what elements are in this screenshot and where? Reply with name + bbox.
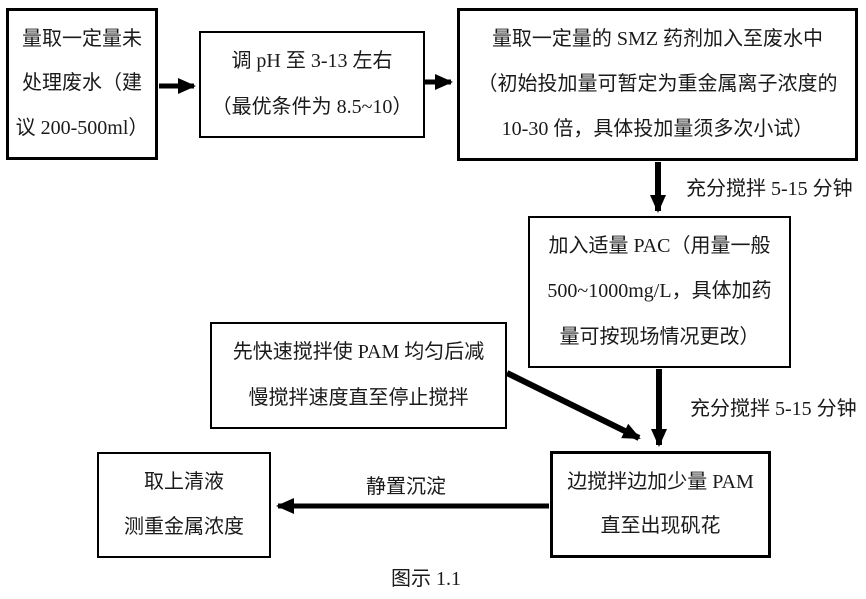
step-take-supernatant: 取上清液测重金属浓度 [97,452,271,558]
box-line: 取上清液 [144,471,224,493]
box-line: 加入适量 PAC（用量一般 [548,235,771,258]
figure-caption: 图示 1.1 [391,568,461,590]
box-line: 先快速搅拌使 PAM 均匀后减 [232,341,485,364]
box-line: （最优条件为 8.5~10） [211,95,413,118]
box-line: 500~1000mg/L，具体加药 [547,280,772,303]
box-line: 10-30 倍，具体投加量须多次小试） [501,118,814,140]
step-add-smz: 量取一定量的 SMZ 药剂加入至废水中 （初始投加量可暂定为重金属离子浓度的 10-… [457,8,858,161]
box-line: 量可按现场情况更改） [559,325,760,348]
step-add-pac: 加入适量 PAC（用量一般 500~1000mg/L，具体加药量可按现场情况更改） [528,216,791,368]
box-line: 处理废水（建 [22,72,142,95]
box-line: （初始投加量可暂定为重金属离子浓度的 [477,73,838,95]
step-adjust-ph: 调 pH 至 3-13 左右 （最优条件为 8.5~10） [199,31,425,138]
arrow-label-stir-after-smz: 充分搅拌 5-15 分钟 [686,178,853,200]
box-line: 议 200-500ml） [15,117,149,140]
box-line: 调 pH 至 3-13 左右 [231,50,393,73]
box-line: 直至出现矾花 [600,515,721,538]
arrow-label-settle: 静置沉淀 [366,476,446,498]
step-add-pam: 边搅拌边加少量 PAM 直至出现矾花 [550,451,771,558]
box-line: 慢搅拌速度直至停止搅拌 [248,386,469,409]
arrow-pammix-to-pamadd [505,370,641,441]
box-line: 量取一定量未 [22,27,142,50]
box-line: 测重金属浓度 [124,516,244,538]
step-pam-mixing: 先快速搅拌使 PAM 均匀后减慢搅拌速度直至停止搅拌 [210,322,507,429]
box-line: 量取一定量的 SMZ 药剂加入至废水中 [491,28,824,50]
step-measure-wastewater: 量取一定量未处理废水（建议 200-500ml） [6,8,158,160]
box-line: 边搅拌边加少量 PAM [567,470,754,493]
arrow-label-stir-after-pac: 充分搅拌 5-15 分钟 [690,398,857,420]
